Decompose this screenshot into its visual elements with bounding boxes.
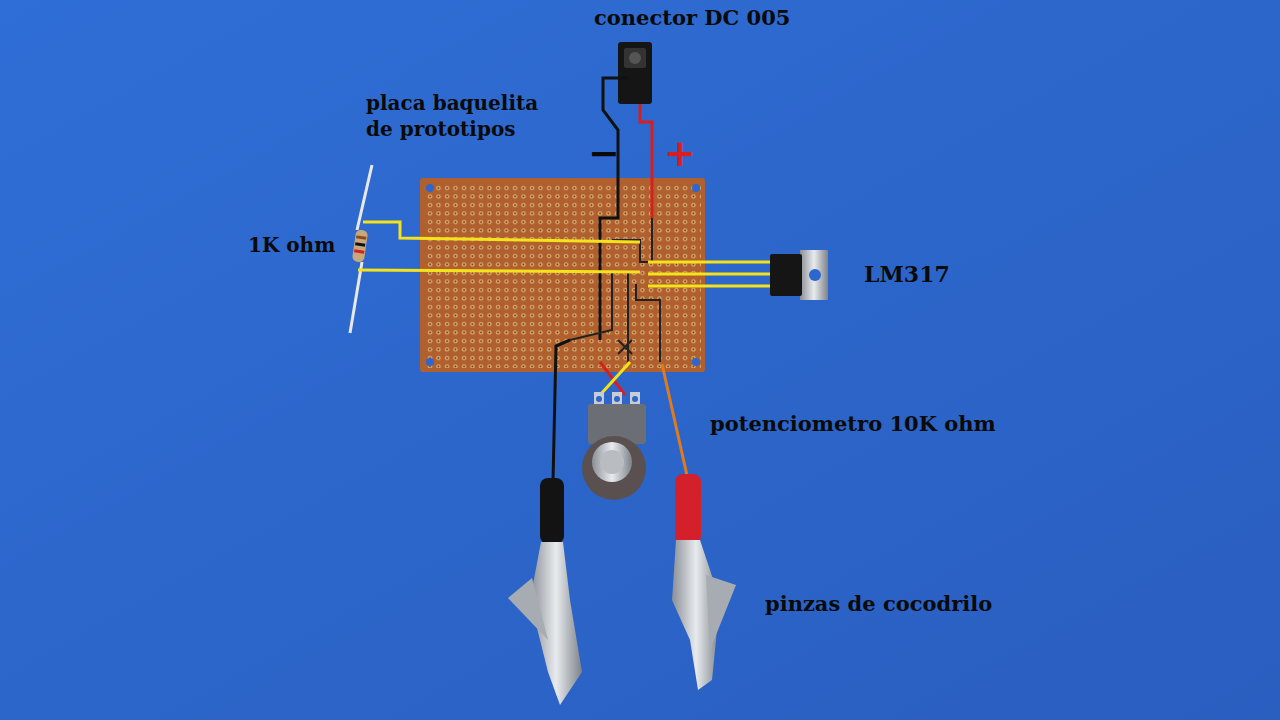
potentiometer-symbol [582, 392, 646, 500]
resistor-label: 1K ohm [248, 232, 335, 258]
potentiometer-label: potenciometro 10K ohm [710, 410, 996, 437]
resistor-symbol [350, 165, 372, 333]
polarity-sign: + [664, 128, 696, 177]
dc-jack [618, 42, 652, 104]
alligator-clip-black [508, 478, 582, 705]
regulator-label: LM317 [864, 260, 950, 289]
alligator-clip-red [672, 474, 736, 690]
connector-label: conector DC 005 [594, 4, 790, 31]
clip-label: pinzas de cocodrilo [765, 590, 992, 617]
board-label: placa baquelita de prototipos [366, 90, 566, 142]
regulator-symbol [770, 250, 828, 300]
polarity-sign: − [588, 128, 620, 177]
